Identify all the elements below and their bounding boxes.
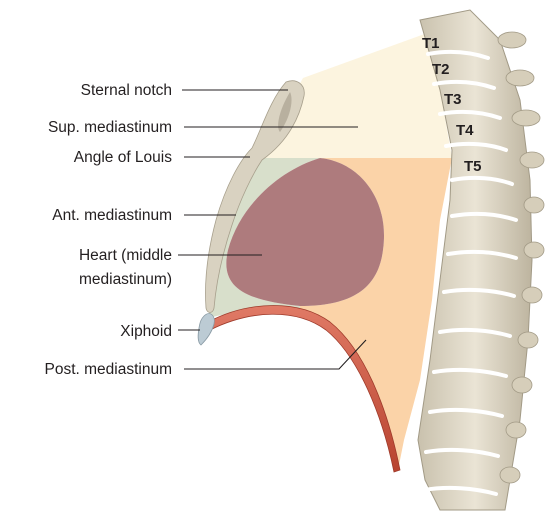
xiphoid-process bbox=[198, 314, 214, 345]
vertebra-label-t4: T4 bbox=[456, 122, 474, 139]
vertebra-label-t2: T2 bbox=[432, 61, 450, 78]
label-sternal-notch: Sternal notch bbox=[81, 82, 172, 99]
label-post-mediastinum: Post. mediastinum bbox=[45, 361, 173, 378]
label-heart-line2: mediastinum) bbox=[79, 271, 172, 288]
vertebral-column bbox=[418, 10, 544, 510]
label-sup-mediastinum: Sup. mediastinum bbox=[48, 119, 172, 136]
leader-post-mediastinum bbox=[184, 340, 366, 369]
vertebra-label-t3: T3 bbox=[444, 91, 462, 108]
vertebra-label-t1: T1 bbox=[422, 35, 440, 52]
label-xiphoid: Xiphoid bbox=[120, 323, 172, 340]
label-ant-mediastinum: Ant. mediastinum bbox=[52, 207, 172, 224]
vertebra-label-t5: T5 bbox=[464, 158, 482, 175]
label-angle-of-louis: Angle of Louis bbox=[74, 149, 172, 166]
label-heart-line1: Heart (middle bbox=[79, 247, 172, 264]
